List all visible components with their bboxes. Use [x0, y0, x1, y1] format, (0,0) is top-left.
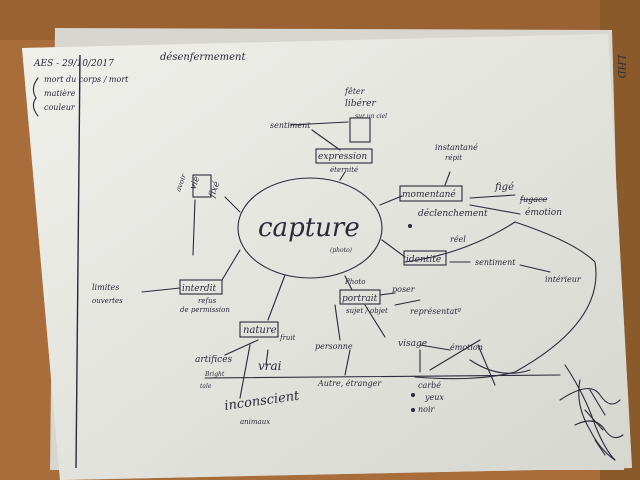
label-momentane: momentané	[402, 189, 456, 200]
label-sentiment-right: sentiment	[475, 258, 516, 267]
margin-note-2: matière	[44, 89, 76, 98]
label-permission: de permission	[180, 306, 230, 314]
label-color-1: carbé	[418, 381, 441, 390]
bullet-dot	[408, 224, 412, 228]
label-eternite: éternité	[330, 166, 358, 174]
label-autre-etranger: Autre, étranger	[317, 379, 382, 388]
label-representation: représentatº	[410, 307, 461, 316]
header-code: AES - 29/10/2017	[33, 59, 114, 69]
label-artifices: artifices	[195, 355, 233, 365]
label-refus: refus	[198, 297, 217, 305]
label-animaux: animaux	[240, 418, 270, 426]
margin-line	[75, 54, 81, 469]
center-ellipse	[237, 177, 383, 279]
label-personne: personne	[315, 342, 353, 351]
margin-note-3: couleur	[44, 103, 76, 112]
label-fige: figé	[494, 182, 514, 193]
label-declenchement: déclenchement	[418, 208, 488, 219]
label-sur-ciel: sur un ciel	[355, 113, 387, 120]
label-poser: poser	[392, 285, 416, 294]
margin-note-1: mort du corps / mort	[44, 75, 129, 84]
label-identite: identité	[406, 254, 442, 265]
label-sentiment-top: sentiment	[270, 121, 311, 130]
label-expression: expression	[318, 152, 367, 162]
center-sub: (photo)	[330, 247, 353, 254]
header-topic: désenfermement	[160, 52, 246, 63]
label-color-2: yeux	[424, 393, 444, 402]
label-photo: Photo	[344, 278, 365, 286]
margin-brace	[32, 77, 39, 117]
label-instantane: instantané	[435, 143, 478, 152]
label-limites: limites	[92, 283, 119, 292]
center-word: capture	[258, 213, 360, 243]
label-vrai: vrai	[258, 359, 282, 373]
label-reel: réel	[450, 235, 466, 244]
mindmap-links	[141, 121, 597, 399]
label-ouvertes: ouvertes	[92, 297, 123, 305]
label-fugace: fugace	[519, 195, 547, 204]
label-tale: tale	[200, 383, 212, 390]
label-bright: Bright	[204, 371, 225, 378]
label-liberer: libérer	[345, 98, 376, 109]
label-color-3: noir	[418, 405, 436, 414]
label-portrait: portrait	[342, 294, 378, 304]
mindmap-boxes	[179, 117, 463, 338]
label-emotion-right: émotion	[525, 207, 562, 218]
label-sujet-objet: sujet / objet	[346, 307, 388, 315]
corner-mark: LHD	[615, 54, 626, 78]
label-visage: visage	[398, 339, 427, 349]
label-nature: nature	[243, 325, 277, 336]
label-vie: vie	[188, 175, 202, 191]
label-feter: fêter	[344, 87, 366, 96]
label-interdit: interdit	[182, 284, 217, 294]
label-interieur: intérieur	[545, 275, 582, 284]
label-repit: répit	[445, 154, 462, 162]
leaf-sketch	[559, 364, 624, 461]
label-fruit: fruit	[279, 334, 296, 342]
label-emotion-bottom: émotion	[450, 343, 483, 352]
